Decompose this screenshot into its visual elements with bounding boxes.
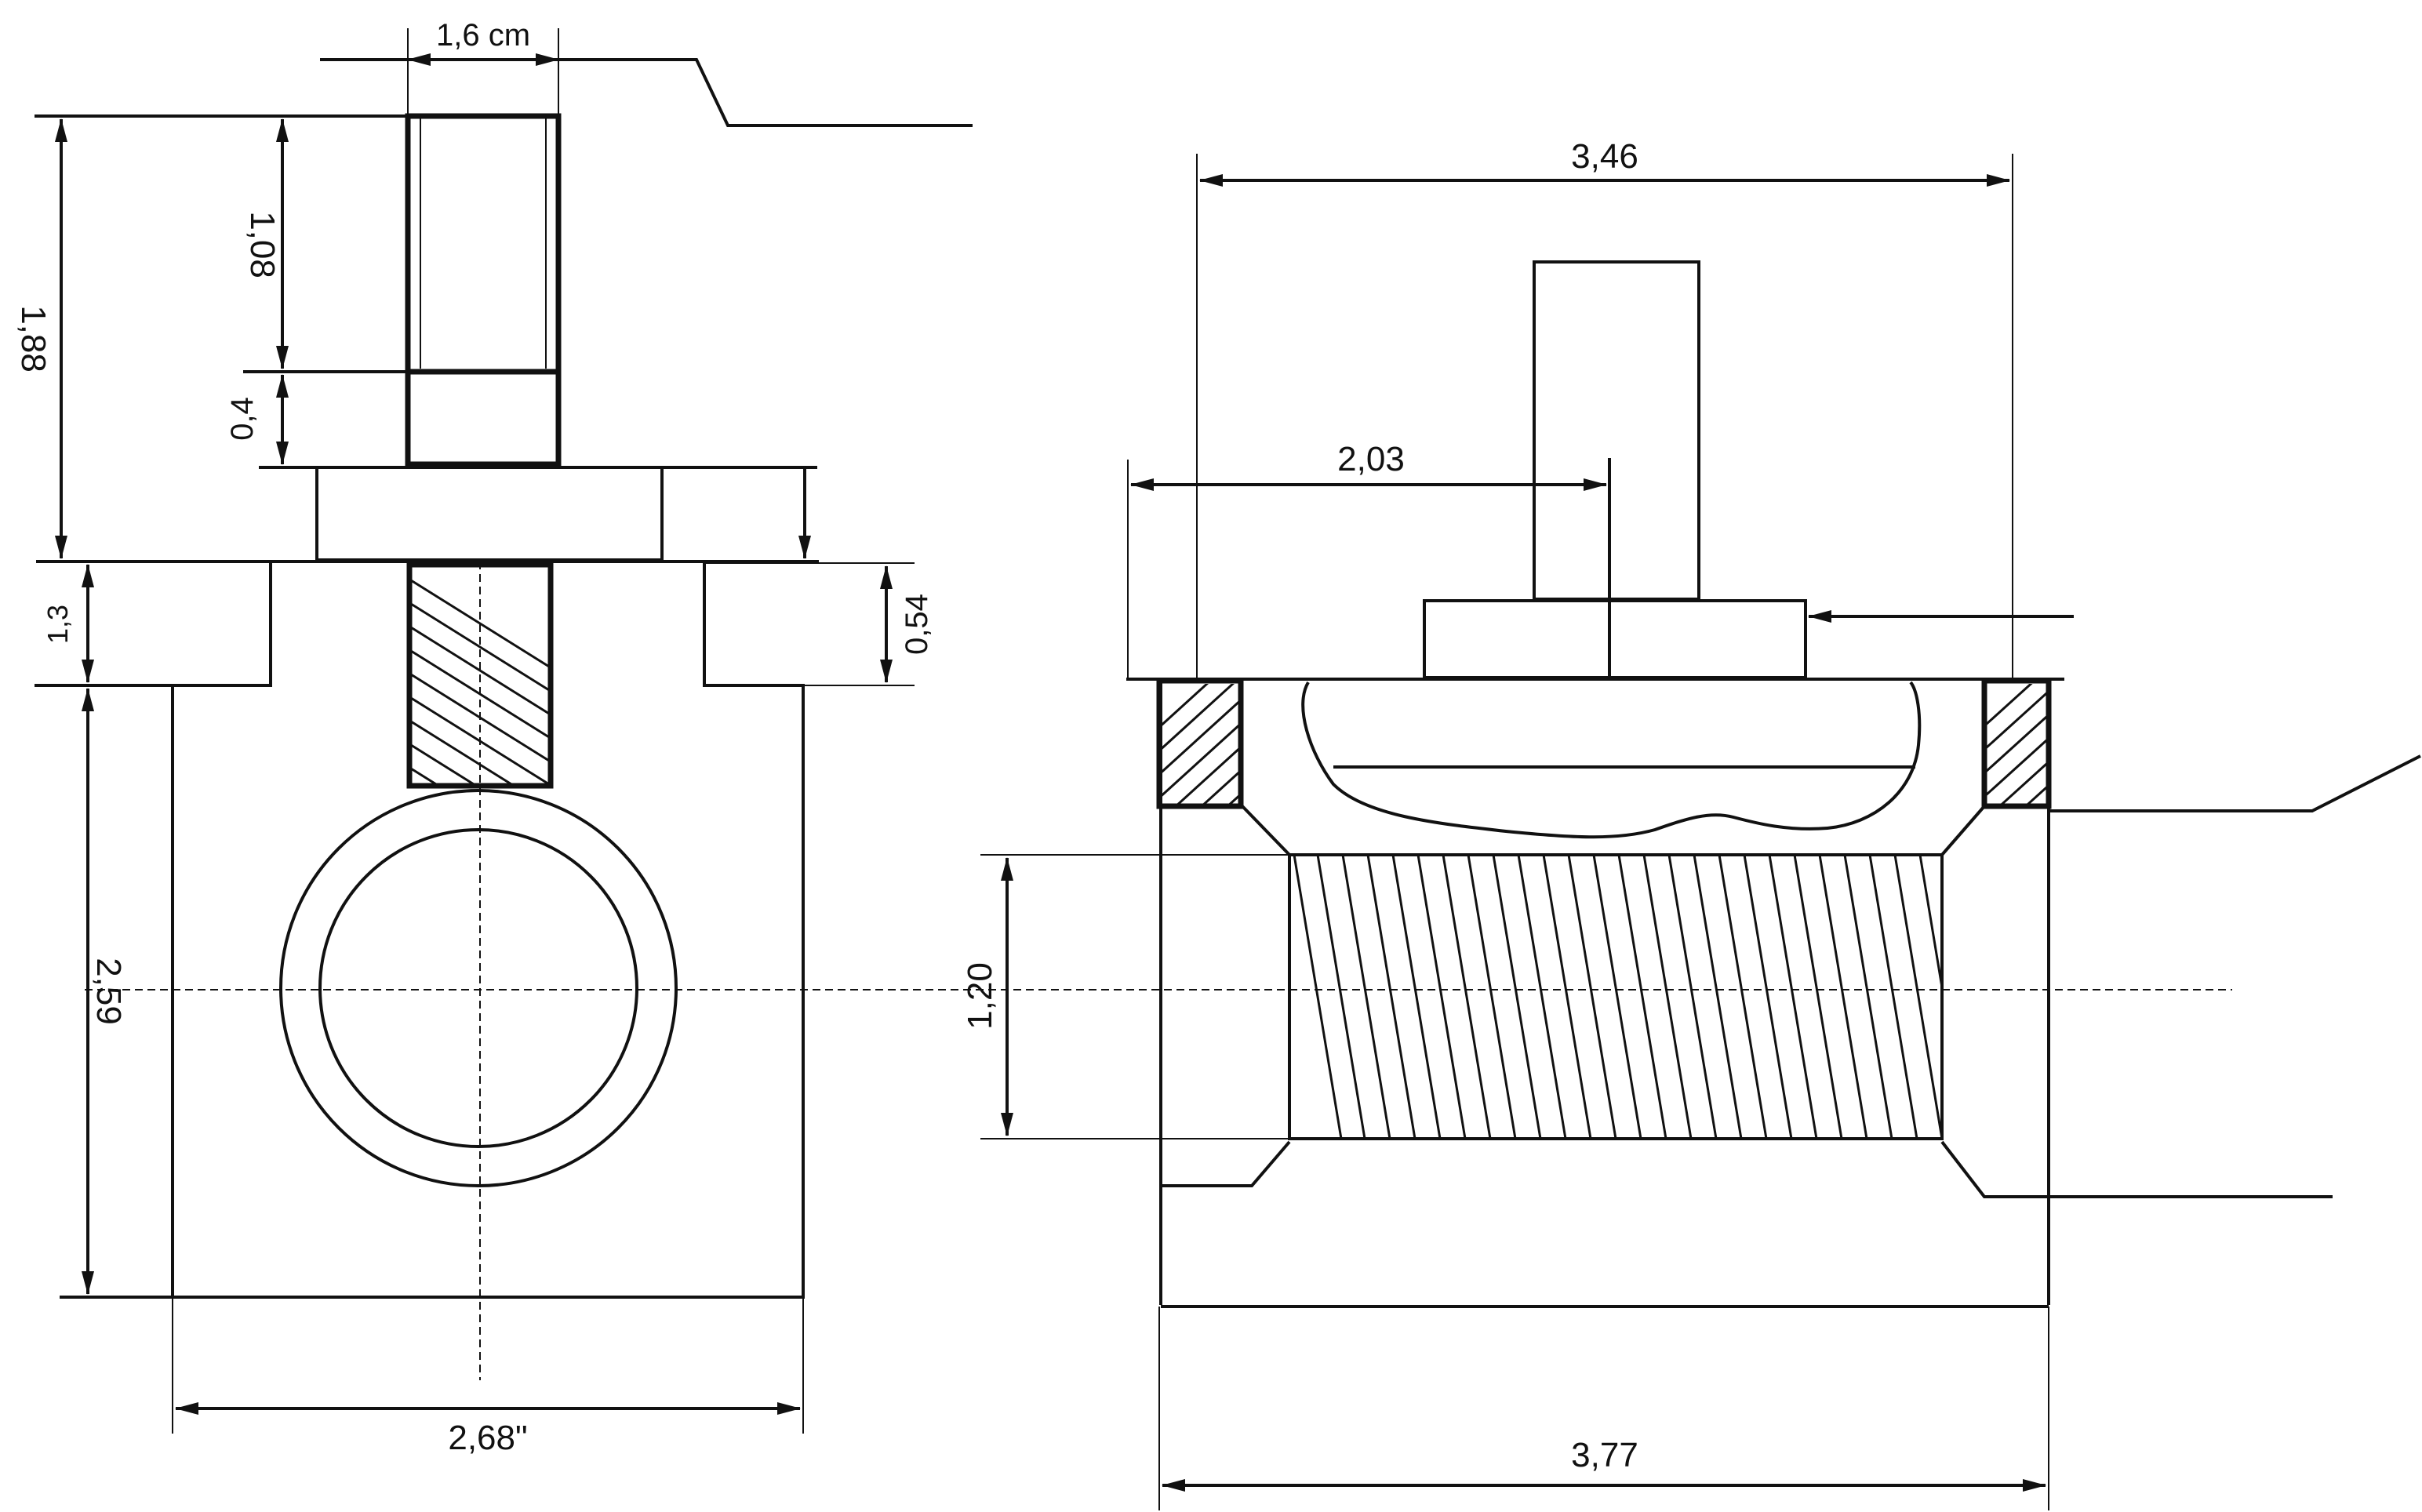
gland-plate (1423, 599, 1807, 679)
dim-label-2-59: 2,59 (89, 958, 128, 1025)
cavity-blob (1301, 681, 1922, 839)
dim-label-0-4: 0,4 (225, 397, 260, 441)
pad-right (1981, 678, 2052, 809)
dim-label-1-88: 1,88 (14, 305, 53, 373)
body-left-chamfer-bottom (1162, 1140, 1291, 1187)
dim-label-0-54: 0,54 (900, 594, 934, 655)
stem-top (405, 113, 562, 467)
stem-hatch (411, 579, 549, 784)
dim-label-1-20: 1,20 (961, 962, 999, 1030)
spindle (1533, 260, 1700, 601)
dim-label-1-6: 1,6 cm (436, 18, 530, 53)
dim-label-1-08: 1,08 (243, 211, 282, 278)
port-outer-circle (279, 789, 678, 1187)
pad-left-hatch (1161, 684, 1239, 805)
body-right-chamfer-bottom (1940, 1140, 2333, 1198)
dim-label-3-77: 3,77 (1571, 1436, 1638, 1474)
pad-right-hatch (1986, 684, 2047, 805)
right-leader-line (2049, 754, 2421, 812)
body-right-chamfer-top (1940, 805, 1986, 856)
dim-label-2-03: 2,03 (1337, 440, 1405, 478)
dim-label-2-68: 2,68" (448, 1419, 527, 1457)
thread-hatch (1293, 855, 1942, 1139)
left-view: 1,6 cm 1,88 1,08 0,4 1,3 0,54 2,59 2,68" (14, 18, 2232, 1457)
dim-label-1-3: 1,3 (42, 605, 74, 644)
flange (315, 466, 664, 562)
port-inner-circle (318, 828, 638, 1148)
right-view: 3,46 2,03 1,20 3,77 (961, 137, 2421, 1510)
body-left-chamfer-top (1239, 803, 1291, 856)
dim-label-3-46: 3,46 (1571, 137, 1638, 176)
